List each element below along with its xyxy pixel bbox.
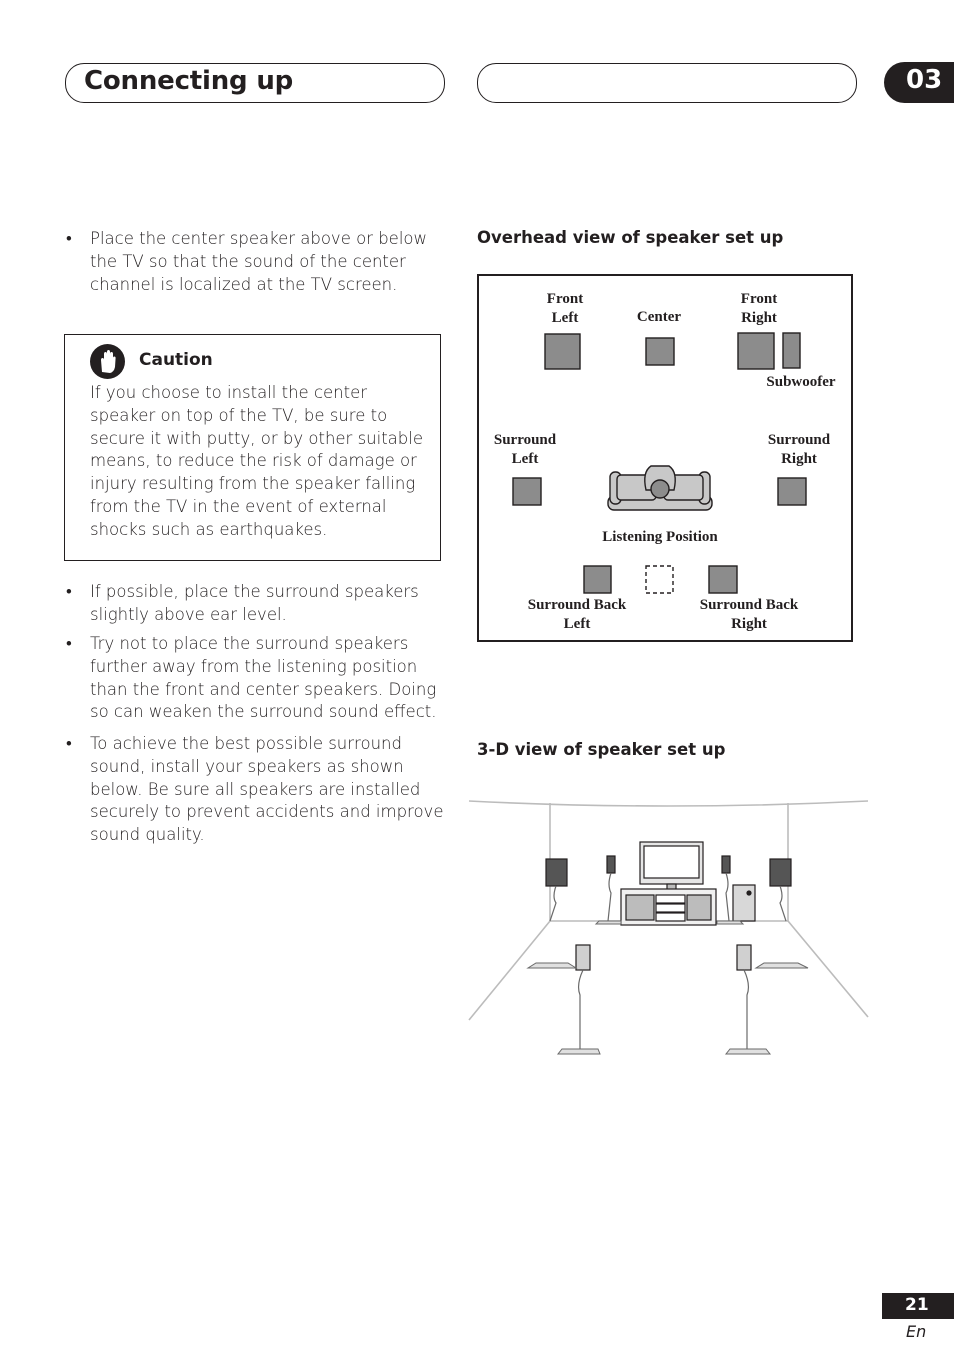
caution-title: Caution [139,350,213,370]
surround-back-left-speaker [583,565,612,594]
bullet-dot: • [66,734,72,753]
subwoofer-label: Subwoofer [766,374,836,390]
bullet-dot: • [66,582,72,601]
front-left-speaker [544,333,581,370]
bullet-dot: • [66,229,72,248]
chapter-number: 03 [906,65,943,95]
surround-back-right-speaker [708,565,738,594]
front-right-3d-speaker [769,858,792,887]
center-speaker [645,337,675,366]
title-banner: Connecting up [65,63,445,103]
front-right-label: Front Right [740,291,778,326]
page-number-tab: 21 [882,1293,954,1319]
page-number: 21 [905,1295,929,1315]
language-code: En [906,1322,927,1341]
header-blank-banner [477,63,857,103]
bullet-text: If possible, place the surround speakers… [90,582,419,624]
surround-back-left-label: Surround Back Left [527,597,627,632]
bullet-text: Try not to place the surround speakers f… [90,634,437,722]
room-3d-illustration [468,795,870,1064]
overhead-heading: Overhead view of speaker set up [477,228,784,247]
chapter-tab: 03 [884,62,954,103]
surround-left-label: Surround Left [493,432,557,467]
subwoofer-speaker [782,332,801,369]
surround-right-speaker [777,477,807,506]
front-left-3d-speaker [545,858,568,887]
caution-box: Caution If you choose to install the cen… [64,334,441,561]
view3d-heading: 3-D view of speaker set up [477,740,726,759]
caution-text: If you choose to install the center spea… [90,383,424,539]
tv-stand [620,841,756,926]
optional-back-speaker-outline [645,565,674,594]
surround-right-label: Surround Right [767,432,831,467]
front-left-label: Front Left [546,291,584,326]
small-left-3d-speaker [606,855,616,874]
center-label: Center [636,309,682,325]
sofa-icon [607,465,713,511]
page-title: Connecting up [84,66,294,96]
overhead-diagram: Front Left Center Front Right Subwoofer … [477,274,853,642]
bullet-dot: • [66,634,72,653]
bullet-text: Place the center speaker above or below … [90,229,428,294]
listening-position-label: Listening Position [602,529,718,545]
surround-left-speaker [512,477,542,506]
surround-back-right-label: Surround Back Right [699,597,799,632]
back-left-3d-speaker [575,944,591,971]
hand-stop-icon [90,344,125,379]
bullet-text: To achieve the best possible surround so… [90,734,444,845]
back-right-3d-speaker [736,944,752,971]
small-right-3d-speaker [721,855,731,874]
front-right-speaker [737,332,775,370]
